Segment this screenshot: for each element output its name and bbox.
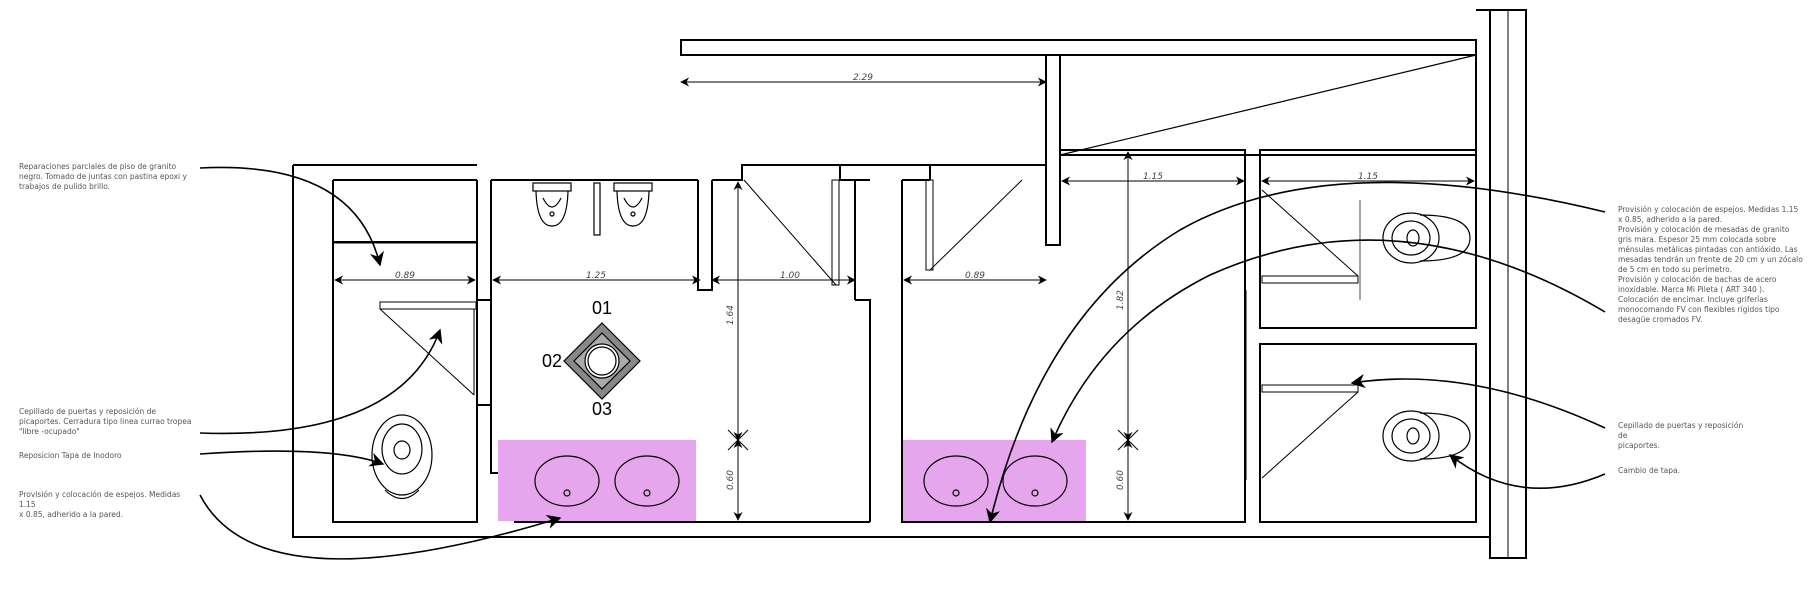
sink-basin-icon [1002, 455, 1068, 507]
sink-basin-icon [614, 455, 680, 507]
label-03: 03 [592, 399, 612, 419]
toilet-stall-upper-right [1259, 149, 1477, 329]
doors [379, 179, 1359, 480]
sink-basin-icon [923, 455, 989, 507]
note-basins: Provisión y colocación de bachas de acer… [1618, 275, 1780, 324]
note-toilet-lid: Reposicion Tapa de Inodoro [19, 451, 122, 460]
counter-left [498, 440, 696, 521]
door-stall-upper-right [1261, 275, 1359, 284]
toilet-icon [1382, 410, 1471, 462]
urinals [532, 182, 653, 236]
note-doors-right: Cepillado de puertas y reposición de pic… [1618, 421, 1744, 450]
door-stall-left [379, 301, 477, 310]
outer-wall [292, 165, 1490, 538]
note-counters: Provisión y colocación de mesadas de gra… [1618, 225, 1803, 274]
dim-0-89-left: 0.89 [395, 271, 415, 281]
dimension-labels: 2.29 0.89 1.25 1.00 0.89 1.15 1.15 1.64 … [395, 73, 1378, 490]
urinal-icon [613, 182, 653, 227]
curved-arrow-icon [1350, 373, 1606, 429]
basins [534, 455, 1068, 507]
toilet-stall-left [332, 241, 478, 523]
dimension-lines [334, 77, 1475, 521]
dim-1-15-b: 1.15 [1358, 172, 1378, 182]
door-stall-lower-right [1261, 384, 1359, 393]
dim-0-60-left: 0.60 [726, 470, 736, 490]
curved-arrow-icon [199, 450, 385, 467]
washroom-right [901, 149, 1246, 523]
toilet-icon [371, 414, 433, 500]
dim-1-00: 1.00 [780, 271, 800, 281]
dim-0-89-right: 0.89 [965, 271, 985, 281]
curved-arrow-icon [986, 181, 1606, 524]
floor-plan: 2.29 0.89 1.25 1.00 0.89 1.15 1.15 1.64 … [199, 9, 1606, 560]
curved-arrow-icon [199, 166, 384, 267]
dim-1-64: 1.64 [726, 305, 736, 325]
label-02: 02 [542, 351, 562, 371]
door-entry-right [929, 179, 1023, 271]
door-entry-left [743, 179, 837, 286]
right-column-wall [1476, 9, 1527, 559]
dim-1-15-a: 1.15 [1143, 172, 1163, 182]
curved-arrow-icon [199, 494, 562, 560]
note-doors-left: Cepillado de puertas y reposición de pic… [19, 407, 192, 436]
note-mirrors-left: Provisión y colocación de espejos. Medid… [19, 490, 181, 519]
toilet-stall-lower-right [1259, 343, 1477, 523]
dim-0-60-right: 0.60 [1116, 470, 1126, 490]
notes-right-column: Provisión y colocación de espejos. Medid… [1618, 205, 1803, 415]
counters [498, 440, 1086, 521]
note-floor-repair: Reparaciones parciales de piso de granit… [19, 162, 187, 191]
curved-arrow-icon [199, 328, 443, 435]
corridor-wall-top [680, 39, 1477, 56]
annotation-arrows [199, 166, 1606, 560]
sink-basin-icon [534, 455, 600, 507]
dim-1-25: 1.25 [586, 271, 606, 281]
floor-drain-icon [563, 322, 641, 400]
counter-right [903, 440, 1086, 521]
label-01: 01 [592, 298, 612, 318]
curved-arrow-icon [1050, 239, 1606, 444]
curved-arrow-icon [1448, 454, 1606, 489]
dim-2-29: 2.29 [853, 73, 873, 83]
note-mirrors-right: Provisión y colocación de espejos. Medid… [1618, 205, 1799, 224]
dim-1-82: 1.82 [1116, 290, 1126, 310]
urinal-icon [532, 182, 572, 227]
drain-labels: 01 02 03 [542, 298, 612, 419]
toilet-icon [1382, 212, 1471, 264]
note-lid-change: Cambio de tapa. [1618, 466, 1680, 475]
